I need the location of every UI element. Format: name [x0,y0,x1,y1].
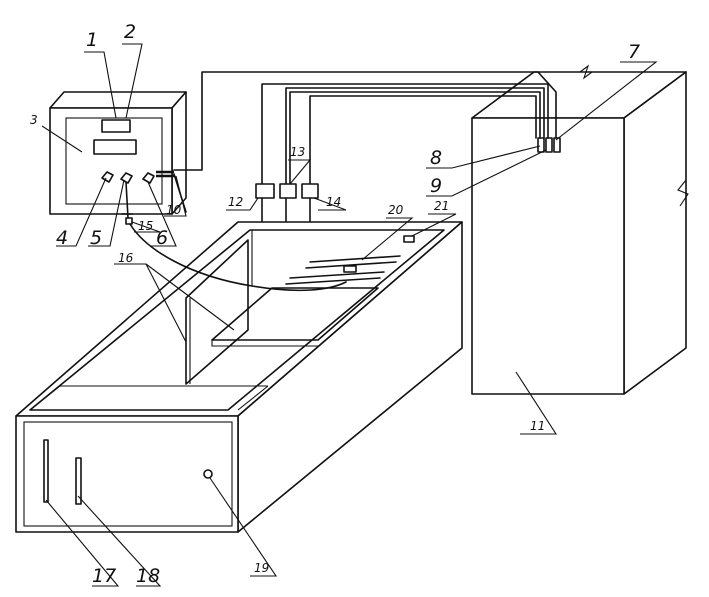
cables [173,64,593,213]
label-4: 4 [56,227,68,249]
sensor-12 [255,183,275,199]
label-13: 13 [290,145,305,159]
label-16: 16 [118,251,134,265]
leader-lines [41,43,658,587]
label-5: 5 [90,227,102,249]
label-3: 3 [30,113,38,127]
cabinet [471,71,689,395]
block-21 [403,235,415,243]
label-12: 12 [228,195,243,209]
gauge-17 [43,439,49,503]
label-17: 17 [92,565,116,587]
label-11: 11 [530,419,545,433]
divider-16 [185,239,249,385]
drain-19 [203,469,213,479]
connector-4 [101,171,114,183]
label-10: 10 [166,203,182,217]
hose-15 [121,181,347,292]
label-9: 9 [430,175,442,197]
label-15: 15 [138,219,153,233]
label-21: 21 [434,199,449,213]
tank [15,221,463,533]
gauge-18 [75,457,82,505]
labels: 1 2 3 4 5 6 10 7 8 9 11 12 13 14 15 16 1… [30,21,640,587]
label-18: 18 [136,565,160,587]
label-1: 1 [86,29,98,51]
label-19: 19 [254,561,269,575]
display-window-1 [101,119,131,133]
connector-10 [156,170,174,178]
label-2: 2 [124,21,136,43]
sensor-13 [279,183,297,199]
control-box [49,91,187,215]
connector-6 [142,172,155,184]
label-6: 6 [156,227,168,249]
display-window-2 [93,139,137,155]
label-14: 14 [326,195,341,209]
slide-20 [343,265,357,273]
label-7: 7 [628,41,640,63]
label-20: 20 [388,203,404,217]
connector-9 [545,137,553,153]
sensor-14 [301,183,319,199]
label-8: 8 [430,147,442,169]
